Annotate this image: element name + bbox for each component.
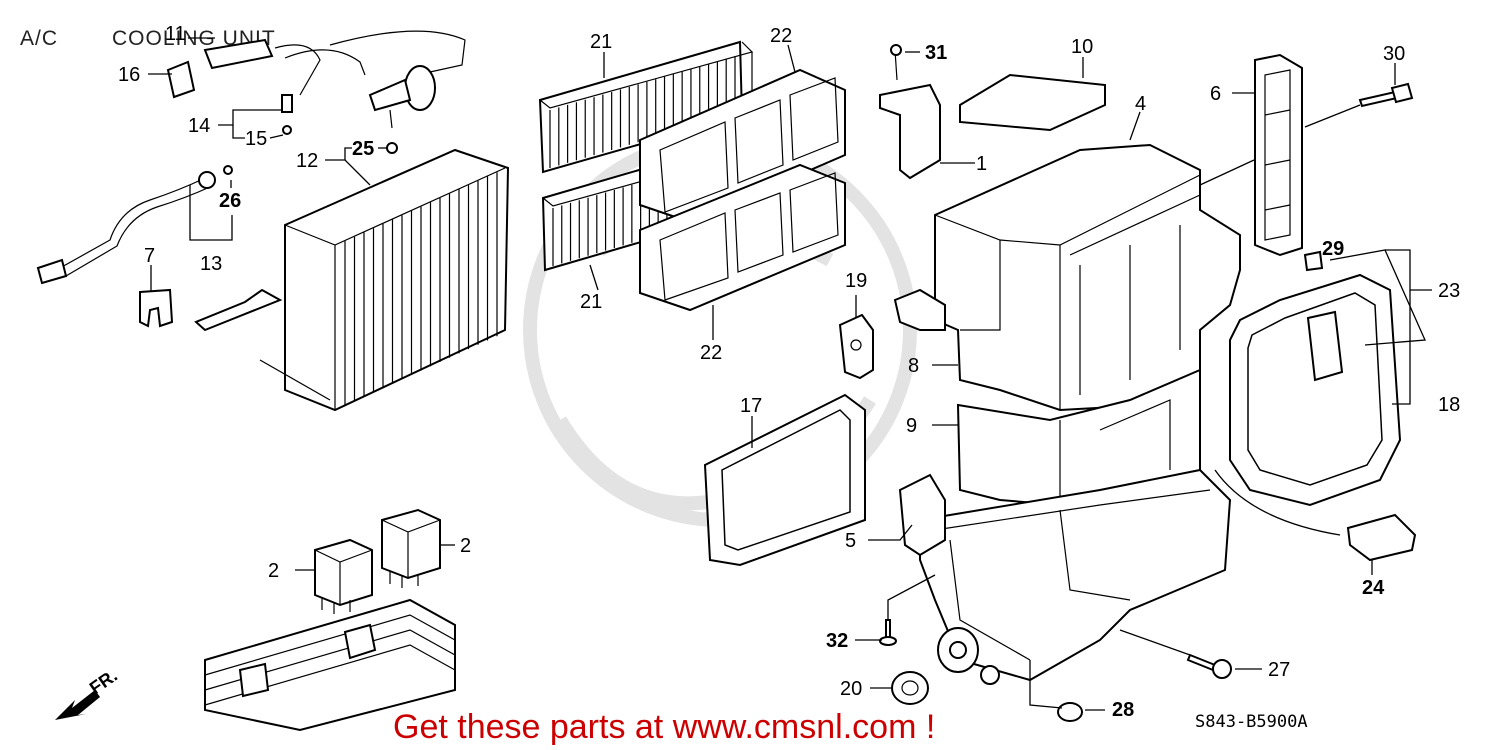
callout-labels: 11 16 14 15 12 25 26 13 7 21 22 21 22 31… [118,23,1460,721]
cooling-unit-case [893,143,1241,507]
callout-14: 14 [188,115,210,137]
bracket-1 [879,44,941,180]
callout-15: 15 [245,128,267,150]
bolt-27 [1186,653,1232,679]
callout-11: 11 [165,23,186,45]
relay-right [381,508,441,588]
callout-21-top: 21 [590,31,612,53]
bolt-30 [1358,82,1414,108]
callout-13: 13 [200,253,222,275]
callout-21-bottom: 21 [580,291,602,313]
leader-lines [148,37,1432,711]
filter-frame-lower [639,163,846,312]
diagram-code: S843-B5900A [1195,712,1308,732]
front-direction-arrow: FR. [55,665,121,720]
screw-32 [879,619,897,646]
callout-18: 18 [1438,394,1460,416]
callout-7: 7 [144,245,155,267]
callout-5: 5 [845,530,856,552]
callout-23: 23 [1438,280,1460,302]
callout-2-right: 2 [460,535,471,557]
callout-26: 26 [219,190,241,212]
insulation-pad-10 [959,73,1106,132]
evaporator-core [194,148,510,412]
promo-link[interactable]: Get these parts at www.cmsnl.com ! [393,708,935,746]
callout-12: 12 [296,150,318,172]
callout-32: 32 [826,630,848,652]
callout-22-bottom: 22 [700,342,722,364]
callout-10: 10 [1071,36,1093,58]
suction-pipe [36,165,233,285]
callout-28: 28 [1112,699,1134,721]
grommet-19-hole [850,339,862,351]
callout-1: 1 [976,153,987,175]
callout-8: 8 [908,355,919,377]
callout-16: 16 [118,64,140,86]
clip-7 [139,288,174,328]
grommet-19 [838,313,874,380]
callout-2-left: 2 [268,560,279,582]
seal-17 [703,393,866,567]
callout-19: 19 [845,270,867,292]
callout-30: 30 [1383,43,1405,65]
callout-4: 4 [1135,93,1146,115]
callout-29: 29 [1322,238,1344,260]
callout-20: 20 [840,678,862,700]
expansion-valve-group [166,30,466,154]
seal-6 [1254,53,1303,257]
connector-24 [1346,513,1417,562]
callout-31: 31 [925,42,947,64]
relay-box [204,598,456,732]
callout-25: 25 [352,138,374,160]
callout-24: 24 [1362,577,1385,599]
section-label: A/C [20,27,58,50]
relay-left [314,538,373,614]
callout-6: 6 [1210,83,1221,105]
callout-9: 9 [906,415,917,437]
blower-housing [898,468,1232,685]
air-filter-upper [538,40,754,174]
callout-17: 17 [740,395,762,417]
nut-28 [1057,702,1083,722]
seal-18 [1229,250,1402,507]
callout-22-top: 22 [770,25,792,47]
grommet-20 [891,671,929,705]
filter-frame-upper [639,68,846,224]
callout-27: 27 [1268,659,1290,681]
